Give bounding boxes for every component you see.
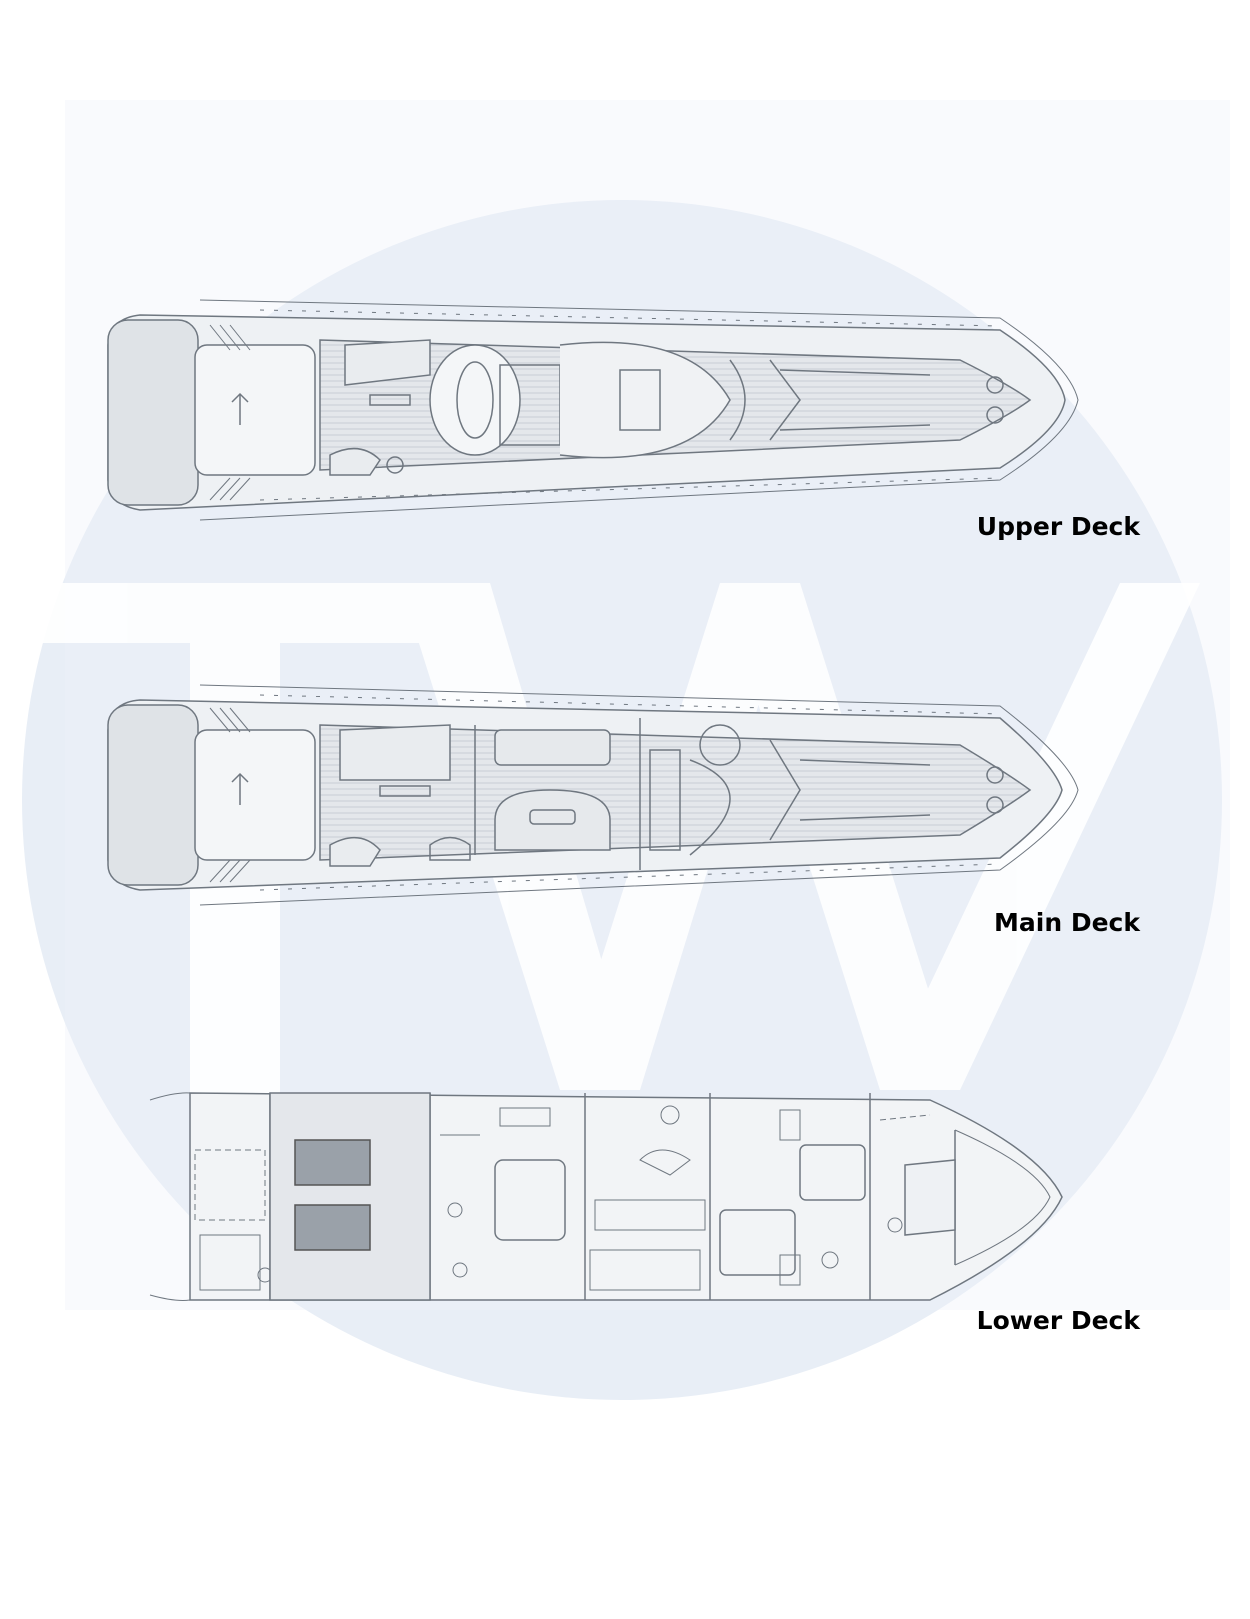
lower-deck-plan bbox=[149, 1092, 1063, 1301]
upper-deck-label: Upper Deck bbox=[976, 512, 1140, 541]
main-deck-plan bbox=[107, 684, 1079, 906]
main-deck-label: Main Deck bbox=[994, 908, 1140, 937]
lower-deck-label: Lower Deck bbox=[976, 1306, 1140, 1335]
upper-deck-plan bbox=[107, 299, 1079, 521]
